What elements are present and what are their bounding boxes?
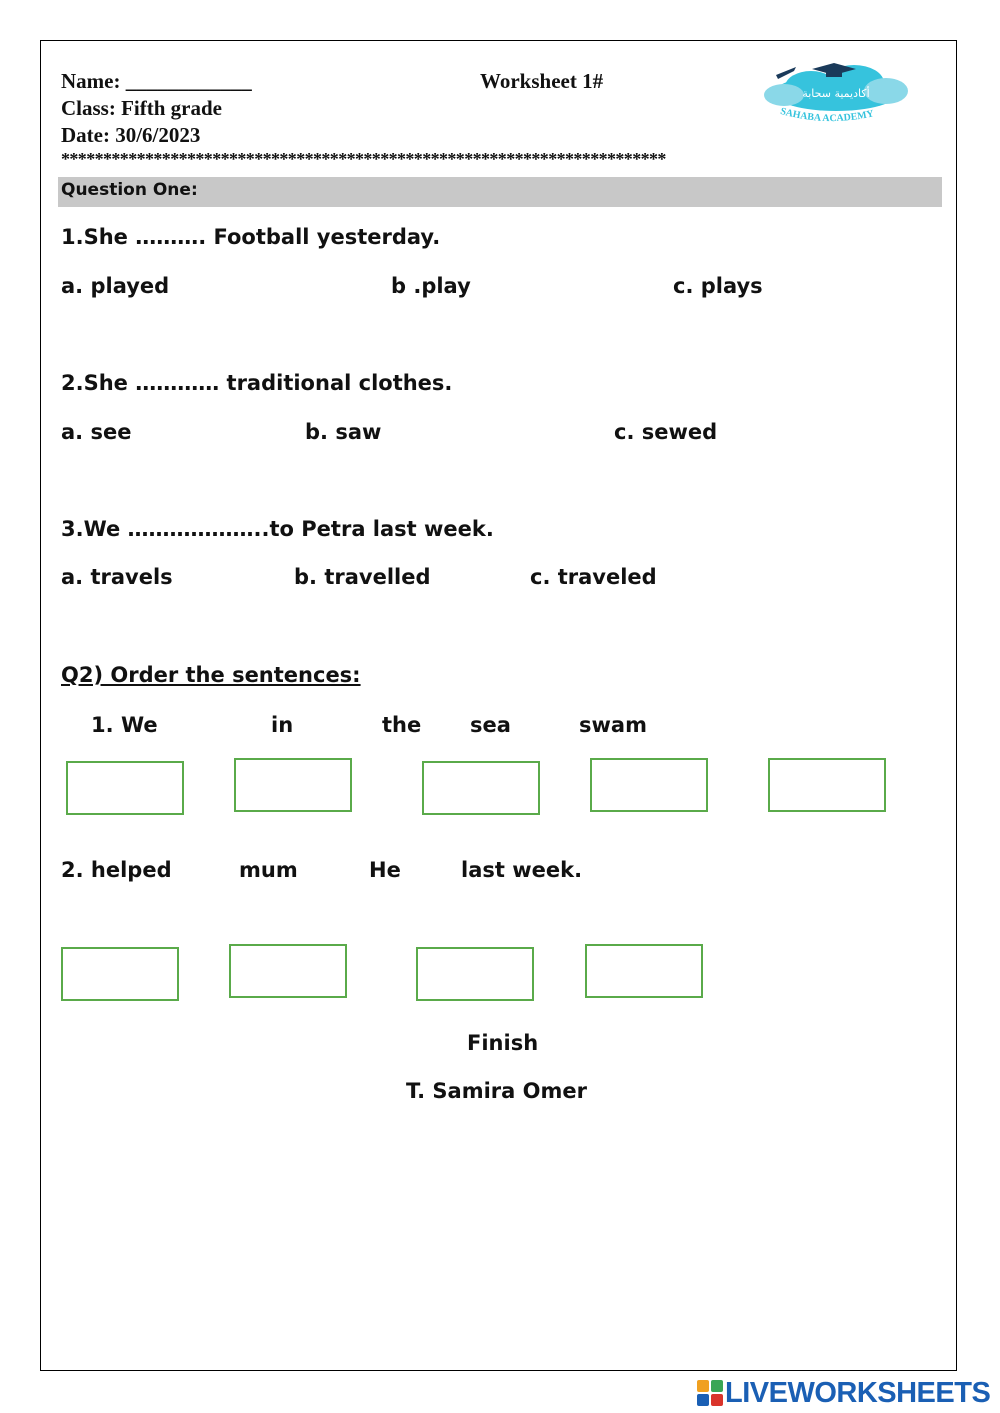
- date-line: Date: 30/6/2023: [61, 123, 201, 147]
- sentence-1-word[interactable]: We: [121, 713, 158, 737]
- sentence-1-word[interactable]: sea: [470, 713, 511, 737]
- sentence-1-answer-box[interactable]: [66, 761, 184, 815]
- question-2-option-b[interactable]: b. saw: [305, 420, 382, 444]
- sentence-2-answer-box[interactable]: [416, 947, 534, 1001]
- sentence-2-answer-box[interactable]: [229, 944, 347, 998]
- worksheet-page: Name: ____________ Class: Fifth grade Da…: [40, 40, 957, 1371]
- liveworksheets-wordmark: LIVEWORKSHEETS: [725, 1377, 991, 1409]
- sentence-1-word[interactable]: swam: [579, 713, 647, 737]
- question-one-header: Question One:: [58, 177, 942, 207]
- star-divider: ****************************************…: [61, 149, 666, 169]
- sentence-1-word[interactable]: in: [271, 713, 294, 737]
- question-3-text: 3.We ………………..to Petra last week.: [61, 517, 494, 541]
- question-3-option-b[interactable]: b. travelled: [294, 565, 431, 589]
- teacher-name: T. Samira Omer: [406, 1079, 587, 1103]
- sentence-2-word[interactable]: He: [369, 858, 401, 882]
- sahaba-academy-logo: أكاديمية سحابة SAHABA ACADEMY: [764, 63, 908, 124]
- sentence-1-number: 1.: [91, 713, 114, 737]
- question-two-title: Q2) Order the sentences:: [61, 663, 361, 687]
- question-one-title: Question One:: [61, 180, 198, 200]
- finish-text: Finish: [467, 1031, 539, 1055]
- sentence-1-answer-box[interactable]: [422, 761, 540, 815]
- sentence-2-word[interactable]: 2. helped: [61, 858, 172, 882]
- question-3-option-c[interactable]: c. traveled: [530, 565, 657, 589]
- name-line: Name: ____________: [61, 69, 252, 93]
- question-1-option-b[interactable]: b .play: [391, 274, 471, 298]
- question-1-text: 1.She ………. Football yesterday.: [61, 225, 441, 249]
- question-2-option-a[interactable]: a. see: [61, 420, 132, 444]
- sentence-2-word[interactable]: last week.: [461, 858, 583, 882]
- sentence-2-answer-box[interactable]: [585, 944, 703, 998]
- question-2-text: 2.She ………… traditional clothes.: [61, 371, 453, 395]
- svg-text:أكاديمية سحابة: أكاديمية سحابة: [802, 86, 869, 100]
- question-2-option-c[interactable]: c. sewed: [614, 420, 718, 444]
- class-line: Class: Fifth grade: [61, 96, 222, 120]
- question-1-option-a[interactable]: a. played: [61, 274, 170, 298]
- question-1-option-c[interactable]: c. plays: [673, 274, 763, 298]
- sentence-1-answer-box[interactable]: [234, 758, 352, 812]
- sentence-1-word[interactable]: the: [382, 713, 422, 737]
- sentence-2-word[interactable]: mum: [239, 858, 298, 882]
- sentence-2-answer-box[interactable]: [61, 947, 179, 1001]
- liveworksheets-logo-icon: [697, 1380, 723, 1406]
- question-3-option-a[interactable]: a. travels: [61, 565, 173, 589]
- worksheet-title: Worksheet 1#: [480, 69, 604, 93]
- sentence-1-answer-box[interactable]: [768, 758, 886, 812]
- sentence-1-answer-box[interactable]: [590, 758, 708, 812]
